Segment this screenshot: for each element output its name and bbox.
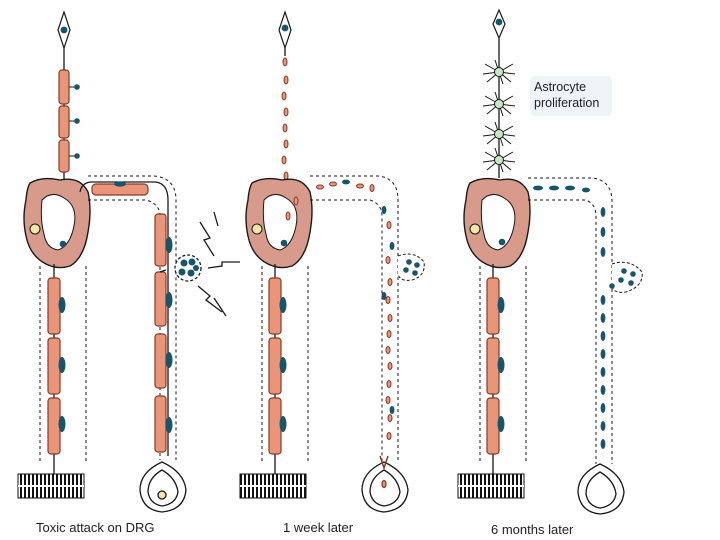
callout-line-1: Astrocyte: [534, 80, 587, 94]
astrocyte-proliferation-label: Astrocyte proliferation: [530, 76, 612, 116]
sensory-corpuscle-icon: [361, 461, 409, 513]
caption-six-months: 6 months later: [491, 522, 574, 537]
sensory-corpuscle-icon: [577, 463, 625, 515]
callout-line-2: proliferation: [534, 96, 600, 110]
schwann-cell-bands: [533, 185, 606, 449]
caption-toxic-attack: Toxic attack on DRG: [36, 520, 155, 535]
caption-one-week: 1 week later: [283, 520, 354, 535]
myelin-debris-branch: [316, 181, 393, 440]
panel-toxic-attack: [17, 10, 240, 513]
branch-myelin-segments: [154, 213, 167, 453]
myelin-debris-central: [281, 57, 289, 181]
central-myelin-segments: [58, 69, 70, 173]
peripheral-myelin-segments: [47, 277, 61, 455]
panel-six-months: [457, 8, 643, 515]
sensory-corpuscle-icon: [139, 461, 187, 513]
astrocyte-cluster: [482, 59, 516, 173]
panel-one-week: [239, 10, 425, 513]
